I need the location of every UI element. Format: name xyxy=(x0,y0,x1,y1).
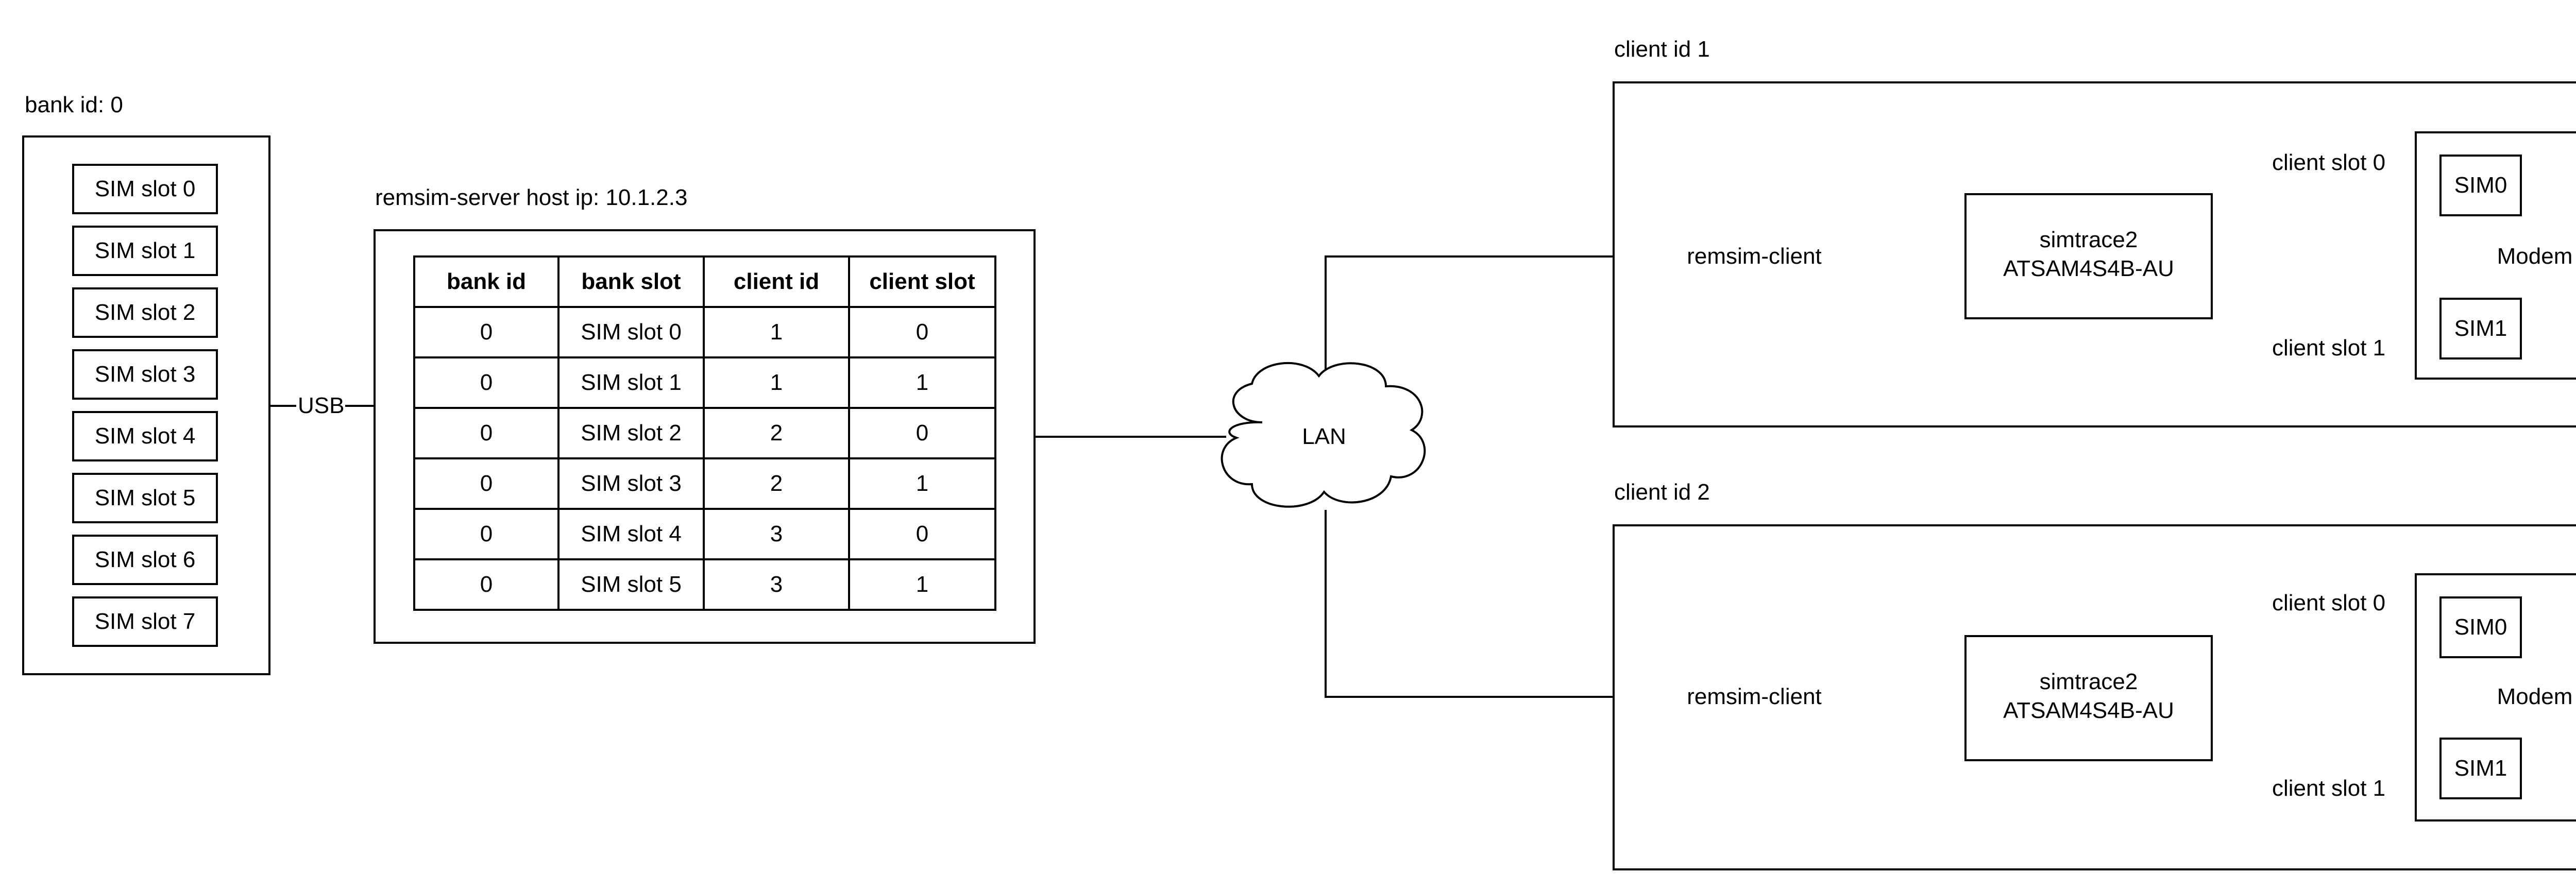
header-client-id: client id xyxy=(703,255,850,308)
cell-client-id: 2 xyxy=(703,457,850,510)
client1-title: client id 1 xyxy=(1614,37,1710,62)
client2-sim1: SIM1 xyxy=(2439,738,2522,799)
cell-client-slot: 0 xyxy=(848,407,996,459)
client1-sim1: SIM1 xyxy=(2439,298,2522,360)
cell-bank-slot: SIM slot 1 xyxy=(557,356,705,409)
cell-client-slot: 1 xyxy=(848,356,996,409)
cell-bank-id: 0 xyxy=(413,457,560,510)
client1-simtrace-line2: ATSAM4S4B-AU xyxy=(2003,256,2174,281)
cell-client-id: 3 xyxy=(703,508,850,560)
table-header-row: bank id bank slot client id client slot xyxy=(413,255,996,308)
usb-label: USB xyxy=(298,393,345,418)
table-row: 0 SIM slot 4 3 0 xyxy=(413,508,996,560)
cell-bank-slot: SIM slot 4 xyxy=(557,508,705,560)
cell-bank-slot: SIM slot 3 xyxy=(557,457,705,510)
cell-bank-id: 0 xyxy=(413,356,560,409)
client1-cloud-label: remsim-client xyxy=(1687,244,1822,269)
table-row: 0 SIM slot 5 3 1 xyxy=(413,558,996,611)
cell-client-slot: 0 xyxy=(848,508,996,560)
cell-bank-id: 0 xyxy=(413,508,560,560)
table-row: 0 SIM slot 0 1 0 xyxy=(413,306,996,358)
cell-bank-slot: SIM slot 5 xyxy=(557,558,705,611)
client1-slot1-label: client slot 1 xyxy=(2272,335,2386,361)
client2-simtrace-line1: simtrace2 xyxy=(2039,669,2138,694)
lan-client1-link xyxy=(1325,255,1613,371)
client2-modem-label: Modem xyxy=(2497,684,2573,709)
slot-mapping-table: bank id bank slot client id client slot … xyxy=(413,255,996,611)
client1-simtrace-line1: simtrace2 xyxy=(2039,227,2138,252)
cell-bank-slot: SIM slot 2 xyxy=(557,407,705,459)
client1-sim0: SIM0 xyxy=(2439,155,2522,216)
header-client-slot: client slot xyxy=(848,255,996,308)
cell-bank-id: 0 xyxy=(413,306,560,358)
cell-client-slot: 0 xyxy=(848,306,996,358)
bank-title: bank id: 0 xyxy=(25,92,123,117)
sim-bank xyxy=(22,135,270,675)
bank-sim-slot-1: SIM slot 1 xyxy=(72,226,218,276)
bank-sim-slot-2: SIM slot 2 xyxy=(72,287,218,338)
client2-slot1-label: client slot 1 xyxy=(2272,776,2386,801)
bank-sim-slot-3: SIM slot 3 xyxy=(72,349,218,400)
table-row: 0 SIM slot 1 1 1 xyxy=(413,356,996,409)
client2-simtrace-line2: ATSAM4S4B-AU xyxy=(2003,698,2174,723)
bank-sim-slot-5: SIM slot 5 xyxy=(72,473,218,523)
client2-simtrace xyxy=(1964,635,2213,761)
client2-slot0-label: client slot 0 xyxy=(2272,590,2386,615)
bank-sim-slot-4: SIM slot 4 xyxy=(72,411,218,461)
lan-label: LAN xyxy=(1302,424,1346,449)
header-bank-id: bank id xyxy=(413,255,560,308)
cell-client-slot: 1 xyxy=(848,558,996,611)
client2-title: client id 2 xyxy=(1614,480,1710,505)
server-title: remsim-server host ip: 10.1.2.3 xyxy=(375,185,688,210)
client1-modem-label: Modem xyxy=(2497,244,2573,269)
cell-bank-slot: SIM slot 0 xyxy=(557,306,705,358)
bank-sim-slot-6: SIM slot 6 xyxy=(72,535,218,585)
header-bank-slot: bank slot xyxy=(557,255,705,308)
bank-sim-slot-0: SIM slot 0 xyxy=(72,164,218,214)
client2-cloud-label: remsim-client xyxy=(1687,684,1822,709)
cell-bank-id: 0 xyxy=(413,407,560,459)
client1-slot0-label: client slot 0 xyxy=(2272,150,2386,175)
cell-client-id: 2 xyxy=(703,407,850,459)
cell-client-slot: 1 xyxy=(848,457,996,510)
lan-cloud-icon xyxy=(1221,362,1426,508)
table-row: 0 SIM slot 3 2 1 xyxy=(413,457,996,510)
cell-bank-id: 0 xyxy=(413,558,560,611)
bank-sim-slot-7: SIM slot 7 xyxy=(72,596,218,647)
client2-sim0: SIM0 xyxy=(2439,596,2522,658)
cell-client-id: 1 xyxy=(703,356,850,409)
cell-client-id: 1 xyxy=(703,306,850,358)
lan-client2-link xyxy=(1325,510,1613,698)
client1-simtrace xyxy=(1964,193,2213,319)
cell-client-id: 3 xyxy=(703,558,850,611)
table-row: 0 SIM slot 2 2 0 xyxy=(413,407,996,459)
